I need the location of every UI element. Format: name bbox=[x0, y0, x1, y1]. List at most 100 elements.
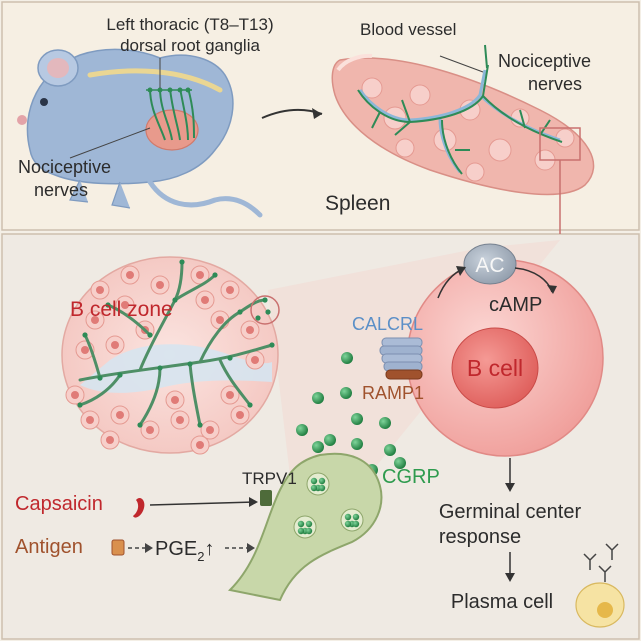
cgrp-molecule bbox=[312, 392, 324, 404]
zone-cgrp-dot bbox=[262, 297, 268, 303]
pge2-subscript: 2 bbox=[197, 549, 204, 564]
zone-cgrp-dot bbox=[255, 315, 261, 321]
calcrl-label: CALCRL bbox=[352, 314, 423, 334]
blood-vessel-stem bbox=[484, 44, 488, 69]
vesicle-cgrp bbox=[310, 477, 318, 485]
nociceptive-left-pointer bbox=[69, 127, 151, 159]
zone-cgrp-dot bbox=[197, 422, 203, 428]
pge2-base: PGE bbox=[155, 538, 197, 560]
zone-b-cell-nucleus bbox=[121, 301, 129, 309]
trpv1-channel bbox=[260, 490, 272, 506]
cgrp-molecule bbox=[384, 444, 396, 456]
zone-b-cell-nucleus bbox=[201, 296, 209, 304]
zone-b-cell-nucleus bbox=[146, 426, 154, 434]
zone-b-cell-nucleus bbox=[236, 411, 244, 419]
blood-vessel-label: Blood vessel bbox=[360, 20, 456, 39]
mouse-illustration bbox=[17, 48, 263, 218]
germinal-label-line1: Germinal center bbox=[439, 501, 582, 523]
zone-cgrp-dot bbox=[82, 332, 88, 338]
capsaicin-arrowhead bbox=[249, 497, 258, 507]
ramp1-label: RAMP1 bbox=[362, 383, 424, 403]
vesicle-cgrp bbox=[352, 520, 360, 528]
trpv1-label: TRPV1 bbox=[242, 469, 297, 488]
vesicle-cgrp bbox=[310, 484, 318, 492]
vesicle-cgrp bbox=[344, 520, 352, 528]
nociceptive-right-line1: Nociceptive bbox=[498, 51, 591, 71]
zone-b-cell-nucleus bbox=[96, 286, 104, 294]
pge2-up-arrow: ↑ bbox=[204, 538, 214, 560]
pge2-label-base: PGE2↑ bbox=[155, 538, 214, 564]
cgrp-molecule bbox=[312, 441, 324, 453]
ac-arrowhead bbox=[456, 266, 466, 276]
zone-b-cell-nucleus bbox=[156, 281, 164, 289]
vesicle bbox=[340, 508, 364, 532]
vesicle-cgrp bbox=[318, 484, 326, 492]
zone-cgrp-dot bbox=[172, 297, 178, 303]
zone-b-cell-nucleus bbox=[226, 286, 234, 294]
blood-vessel-pointer bbox=[439, 55, 484, 73]
zone-b-cell-nucleus bbox=[226, 391, 234, 399]
antigen-icon bbox=[111, 539, 125, 556]
cgrp-molecule bbox=[296, 424, 308, 436]
germinal-arrowhead bbox=[505, 483, 515, 492]
zone-b-cell-nucleus bbox=[71, 391, 79, 399]
antigen-label: Antigen bbox=[15, 536, 83, 558]
zone-cgrp-dot bbox=[247, 402, 253, 408]
nociceptive-left-line1: Nociceptive bbox=[18, 157, 111, 177]
progression-arrowhead bbox=[312, 108, 322, 119]
vesicles bbox=[293, 472, 364, 539]
zone-cgrp-dot bbox=[147, 332, 153, 338]
antigen-arrowhead bbox=[145, 543, 153, 553]
zone-b-cell-nucleus bbox=[86, 416, 94, 424]
zone-b-cell-nucleus bbox=[91, 316, 99, 324]
cgrp-molecule bbox=[324, 434, 336, 446]
vesicle-cgrp bbox=[305, 527, 313, 535]
zone-b-cell-nucleus bbox=[106, 436, 114, 444]
zone-cgrp-dot bbox=[237, 309, 243, 315]
zone-b-cell-nucleus bbox=[251, 356, 259, 364]
calcrl-ramp1-receptor bbox=[379, 337, 423, 380]
ganglia-dots bbox=[147, 87, 191, 93]
vesicle bbox=[293, 515, 317, 539]
germinal-label-line2: response bbox=[439, 526, 521, 548]
zone-b-cell-nucleus bbox=[171, 396, 179, 404]
zone-b-cell-nucleus bbox=[206, 426, 214, 434]
spleen-nerve-branches bbox=[357, 64, 563, 175]
zone-zoom-circle bbox=[250, 295, 280, 325]
nociceptive-left-line2: nerves bbox=[34, 180, 88, 200]
ganglia-label-line1: Left thoracic (T8–T13) bbox=[106, 15, 273, 34]
zone-cgrp-dot bbox=[157, 365, 163, 371]
zone-cgrp-dot bbox=[137, 422, 143, 428]
b-cell-label: B cell bbox=[467, 355, 523, 381]
zone-b-cell-nucleus bbox=[216, 316, 224, 324]
cgrp-molecule bbox=[351, 438, 363, 450]
dorsal-root-ganglia-nerves bbox=[146, 87, 195, 141]
zone-cgrp-dot bbox=[212, 272, 218, 278]
capsaicin-label: Capsaicin bbox=[15, 493, 103, 515]
capsaicin-arrow bbox=[149, 501, 256, 506]
chili-pepper-icon bbox=[133, 497, 145, 518]
zone-b-cell-nucleus bbox=[246, 326, 254, 334]
plasma-arrowhead bbox=[505, 573, 515, 582]
zone-cgrp-dot bbox=[265, 309, 271, 315]
spleen-pulp-spots bbox=[361, 77, 575, 182]
camp-label: cAMP bbox=[489, 294, 542, 316]
zone-b-cell-nucleus bbox=[111, 341, 119, 349]
ac-enzyme bbox=[463, 243, 517, 285]
vesicle-cgrp bbox=[305, 520, 313, 528]
vesicle-cgrp bbox=[344, 513, 352, 521]
ac-label: AC bbox=[475, 254, 504, 277]
vesicle bbox=[306, 472, 330, 496]
spleen-label: Spleen bbox=[325, 192, 390, 215]
camp-arrowhead bbox=[547, 285, 557, 294]
zone-b-cell-nucleus bbox=[176, 416, 184, 424]
b-cell-zone-label: B cell zone bbox=[70, 298, 173, 321]
zone-cgrp-dot bbox=[105, 302, 111, 308]
vesicle-cgrp bbox=[297, 527, 305, 535]
zone-b-cell-nucleus bbox=[196, 271, 204, 279]
pge2-arrowhead bbox=[247, 543, 255, 553]
cgrp-molecule bbox=[341, 352, 353, 364]
cgrp-label: CGRP bbox=[382, 466, 440, 488]
